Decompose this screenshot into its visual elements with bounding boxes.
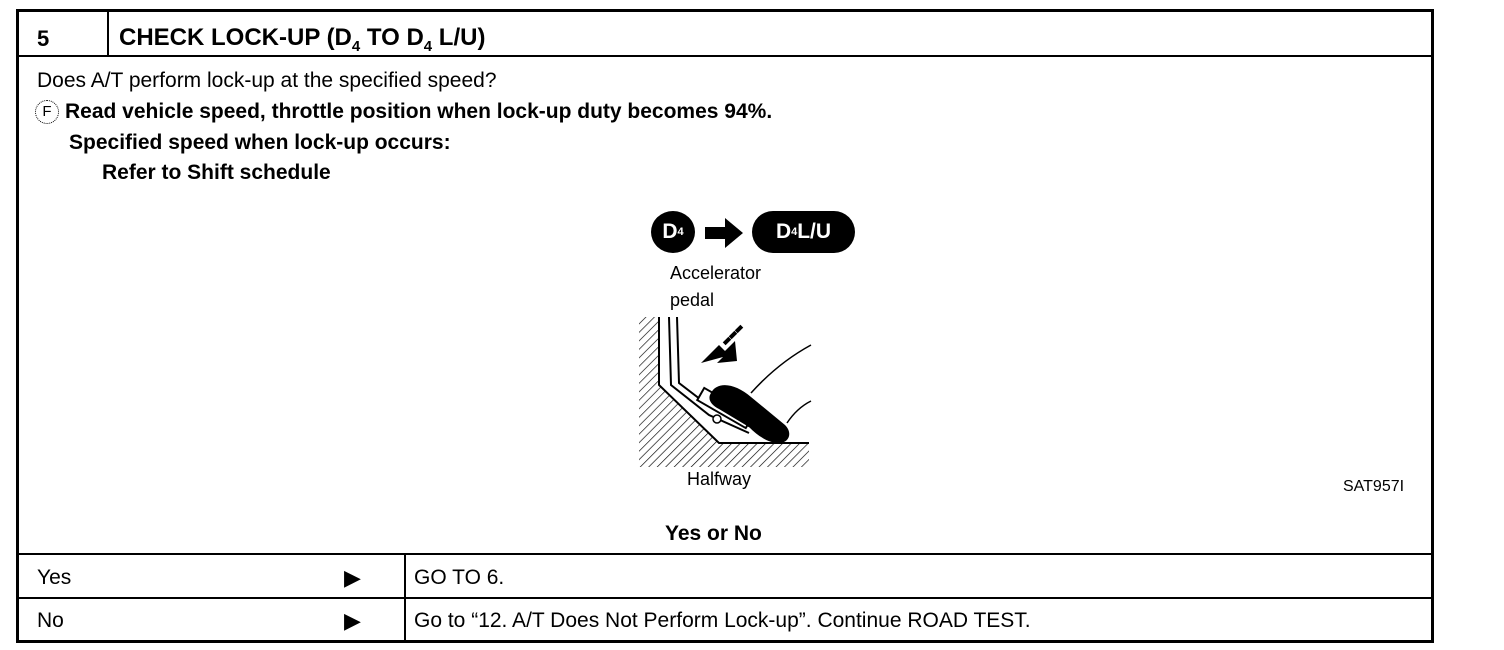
action-yes: GO TO 6. bbox=[414, 566, 505, 589]
arrow-no-icon: ▶ bbox=[344, 608, 361, 633]
action-no: Go to “12. A/T Does Not Perform Lock-up”… bbox=[414, 609, 1031, 632]
function-test-icon: F bbox=[35, 100, 59, 125]
figure-code: SAT957I bbox=[1343, 478, 1405, 495]
header-separator bbox=[19, 55, 1431, 57]
question-text: Does A/T perform lock-up at the specifie… bbox=[37, 69, 497, 92]
pedal-label-line2: pedal bbox=[670, 290, 715, 310]
results-top-separator bbox=[19, 553, 1431, 555]
step-number: 5 bbox=[37, 26, 50, 51]
header-divider bbox=[107, 12, 109, 55]
pedal-label-line1: Accelerator bbox=[670, 263, 762, 283]
accelerator-pedal-icon bbox=[639, 316, 812, 467]
step-title: CHECK LOCK-UP (D4 TO D4 L/U) bbox=[119, 24, 486, 55]
yes-or-no-prompt: Yes or No bbox=[665, 522, 762, 545]
position-label: Halfway bbox=[687, 469, 752, 489]
spec-value: Refer to Shift schedule bbox=[102, 161, 331, 184]
diagnostic-table: 5 CHECK LOCK-UP (D4 TO D4 L/U) Does A/T … bbox=[16, 9, 1434, 643]
answer-yes: Yes bbox=[37, 566, 72, 589]
results-row-separator bbox=[19, 597, 1431, 599]
spec-label: Specified speed when lock-up occurs: bbox=[69, 131, 451, 154]
shift-arrow-icon bbox=[705, 218, 743, 248]
arrow-yes-icon: ▶ bbox=[344, 565, 361, 590]
answer-no: No bbox=[37, 609, 64, 632]
